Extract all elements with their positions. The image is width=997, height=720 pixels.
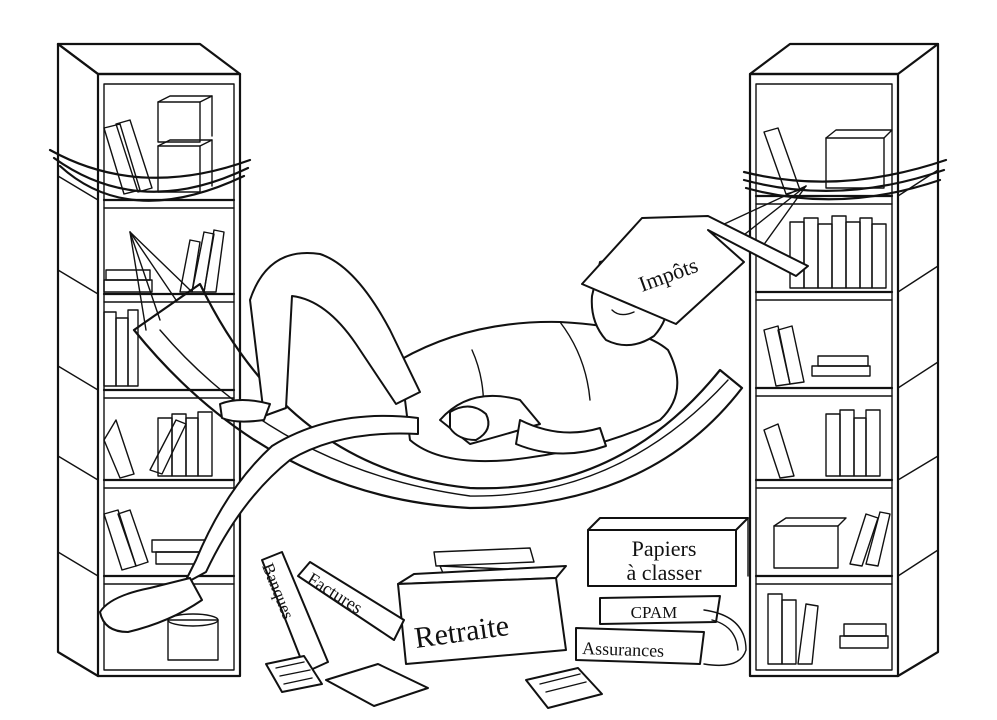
- right-shelf1-items: [763, 127, 893, 195]
- right-bookshelf: [748, 42, 940, 678]
- papiers-label-line2: à classer: [626, 560, 702, 585]
- right-shelf4-books: [763, 409, 881, 479]
- cpam-document: CPAM: [599, 595, 721, 625]
- papiers-label-line1: Papiers: [632, 536, 697, 561]
- hammock-ropes: [48, 148, 948, 331]
- sleeping-person: [99, 252, 679, 633]
- left-shelf5-books: [103, 509, 209, 571]
- retraite-box: Retraite: [397, 547, 567, 665]
- papiers-a-classer-box: Papiers à classer: [587, 517, 749, 587]
- right-shelf5-items: [773, 511, 891, 569]
- impots-book: Impôts: [581, 215, 809, 325]
- left-shelf3-books: [103, 309, 139, 387]
- left-shelf1-books: [103, 95, 213, 195]
- assurances-document: Assurances: [575, 609, 747, 667]
- left-shelf6-items: [167, 613, 219, 661]
- left-bookshelf: [56, 42, 242, 678]
- right-shelf6-books: [767, 593, 889, 665]
- left-shelf4-books: [103, 411, 213, 479]
- right-shelf3-books: [763, 325, 871, 387]
- loose-papers: [265, 655, 603, 709]
- cpam-label: CPAM: [631, 603, 678, 622]
- assurances-label: Assurances: [582, 638, 665, 661]
- right-shelf2-books: [789, 215, 887, 289]
